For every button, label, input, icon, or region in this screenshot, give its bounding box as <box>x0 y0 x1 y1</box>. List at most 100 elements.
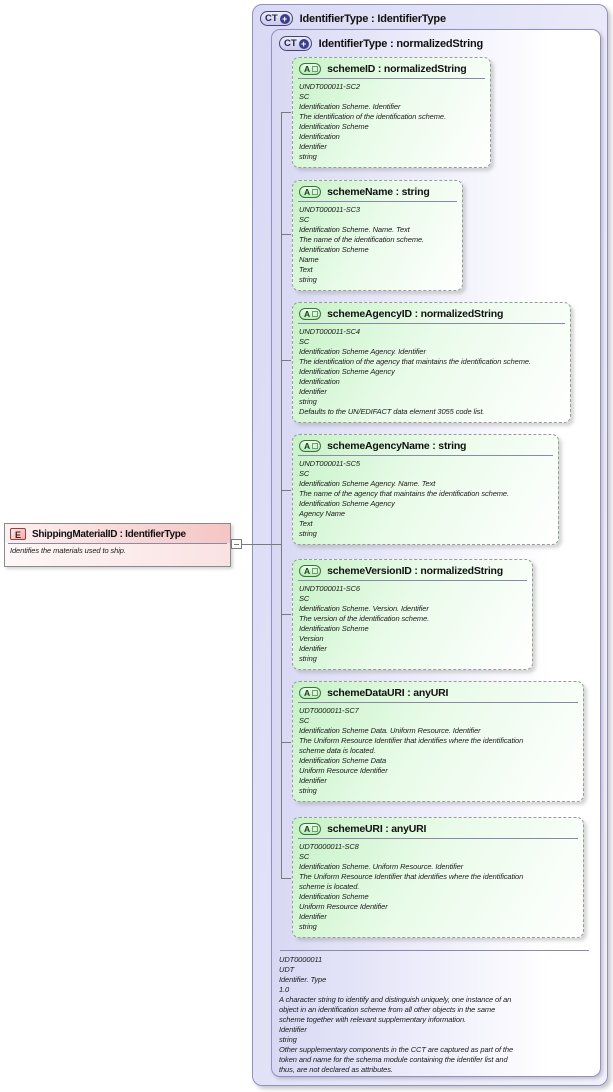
inner-complextype-icon-label: CT <box>284 38 297 49</box>
attribute-icon-square <box>312 311 319 317</box>
annotation-line: Other supplementary components in the CC… <box>279 1045 514 1054</box>
annotation-line: string <box>299 152 317 161</box>
annotation-line: scheme data is located. <box>299 746 376 755</box>
annotation-line: object in an identification scheme from … <box>279 1005 496 1014</box>
connector-stub <box>281 234 291 235</box>
annotation-line: The name of the identification scheme. <box>299 235 425 244</box>
attribute-icon-square <box>312 189 319 195</box>
divider <box>298 838 578 839</box>
annotation-line: The identification of the agency that ma… <box>299 357 531 366</box>
complextype-icon-label: CT <box>265 13 278 24</box>
attr-title: schemeID : normalizedString <box>327 63 467 75</box>
annotation-line: Identification <box>299 132 340 141</box>
annotation-line: UDT0000011-SC7 <box>299 706 359 715</box>
annotation-line: Name <box>299 255 319 264</box>
annotation-line: The version of the identification scheme… <box>299 614 430 623</box>
annotation-line: string <box>279 1035 297 1044</box>
attr-title: schemeAgencyID : normalizedString <box>327 308 504 320</box>
attr-header: A schemeName : string <box>293 181 462 200</box>
annotation-line: Identification Scheme. Uniform Resource.… <box>299 862 464 871</box>
divider <box>8 543 227 544</box>
attribute-icon: A <box>299 440 322 452</box>
annotation-line: SC <box>299 716 310 725</box>
annotation-line: Uniform Resource Identifier <box>299 902 388 911</box>
annotation-line: Text <box>299 519 313 528</box>
complextype-icon[interactable]: CT+ <box>260 11 293 26</box>
connector-stub <box>281 360 291 361</box>
annotation-line: Identification Scheme Agency. Name. Text <box>299 479 436 488</box>
annotation-line: Identifier <box>299 387 327 396</box>
complextype-box-normalizedstring[interactable]: CT+ IdentifierType : normalizedString A … <box>271 29 601 1077</box>
annotation-line: Identification <box>299 377 340 386</box>
element-title: ShippingMaterialID : IdentifierType <box>32 528 186 540</box>
annotation-line: string <box>299 397 317 406</box>
attribute-icon-square <box>312 690 319 696</box>
annotation-line: string <box>299 529 317 538</box>
annotation-line: Identification Scheme. Name. Text <box>299 225 410 234</box>
attr-title: schemeAgencyName : string <box>327 440 467 452</box>
complextype-header: CT+ IdentifierType : IdentifierType <box>253 5 607 30</box>
attr-title: schemeName : string <box>327 186 430 198</box>
annotation-line: Identification Scheme <box>299 892 369 901</box>
attr-header: A schemeAgencyName : string <box>293 435 558 454</box>
inner-complextype-title: IdentifierType : normalizedString <box>318 37 484 50</box>
attr-box-schemeversionid[interactable]: A schemeVersionID : normalizedString UND… <box>292 559 533 670</box>
attr-box-schemeagencyid[interactable]: A schemeAgencyID : normalizedString UNDT… <box>292 302 571 423</box>
attribute-icon-square <box>312 568 319 574</box>
annotation-line: Identification Scheme <box>299 122 369 131</box>
attribute-icon: A <box>299 308 322 320</box>
annotation-line: Identification Scheme Data <box>299 756 387 765</box>
annotation-line: Identification Scheme <box>299 624 369 633</box>
attr-title: schemeDataURI : anyURI <box>327 687 449 699</box>
complextype-box-identifiertype[interactable]: CT+ IdentifierType : IdentifierType CT+ … <box>252 4 608 1086</box>
annotation-line: UDT0000011 <box>279 955 323 964</box>
divider <box>280 950 589 951</box>
attr-box-schemeid[interactable]: A schemeID : normalizedString UNDT000011… <box>292 57 491 168</box>
annotation-line: scheme together with relevant supplement… <box>279 1015 466 1024</box>
annotation-line: Identifier. Type <box>279 975 327 984</box>
annotation-line: Identifier <box>299 142 327 151</box>
annotation-line: UNDT000011-SC5 <box>299 459 360 468</box>
annotation-line: UNDT000011-SC4 <box>299 327 360 336</box>
annotation-line: SC <box>299 852 310 861</box>
annotation-line: UNDT000011-SC2 <box>299 82 360 91</box>
connector-stub <box>281 490 291 491</box>
element-box-shippingmaterialid[interactable]: E ShippingMaterialID : IdentifierType Id… <box>4 523 231 567</box>
connector-line <box>230 544 281 545</box>
attr-box-schemeagencyname[interactable]: A schemeAgencyName : string UNDT000011-S… <box>292 434 559 545</box>
annotation-line: The Uniform Resource Identifier that ide… <box>299 736 524 745</box>
attr-title: schemeURI : anyURI <box>327 823 427 835</box>
annotation-line: SC <box>299 92 310 101</box>
annotation-line: The identification of the identification… <box>299 112 446 121</box>
inner-complextype-icon[interactable]: CT+ <box>279 36 312 51</box>
attribute-icon-square <box>312 66 319 72</box>
element-annotation: Identifies the materials used to ship. <box>10 546 126 555</box>
annotation-line: string <box>299 654 317 663</box>
annotation-line: SC <box>299 469 310 478</box>
annotation-line: Agency Name <box>299 509 346 518</box>
attr-header: A schemeAgencyID : normalizedString <box>293 303 570 322</box>
annotation-line: UNDT000011-SC3 <box>299 205 360 214</box>
connector-tree-line <box>281 112 282 879</box>
annotation-line: Text <box>299 265 313 274</box>
annotation-line: string <box>299 922 317 931</box>
divider <box>298 201 457 202</box>
annotation-line: Version <box>299 634 324 643</box>
annotation-line: Identifier <box>299 776 327 785</box>
collapse-handle[interactable] <box>231 539 242 549</box>
annotation-line: The name of the agency that maintains th… <box>299 489 509 498</box>
annotation-line: Identification Scheme Agency <box>299 499 395 508</box>
annotation-line: thus, are not declared as attributes. <box>279 1065 393 1074</box>
divider <box>298 323 565 324</box>
annotation-line: token and name for the schema module con… <box>279 1055 508 1064</box>
annotation-line: scheme is located. <box>299 882 360 891</box>
attribute-icon: A <box>299 63 322 75</box>
